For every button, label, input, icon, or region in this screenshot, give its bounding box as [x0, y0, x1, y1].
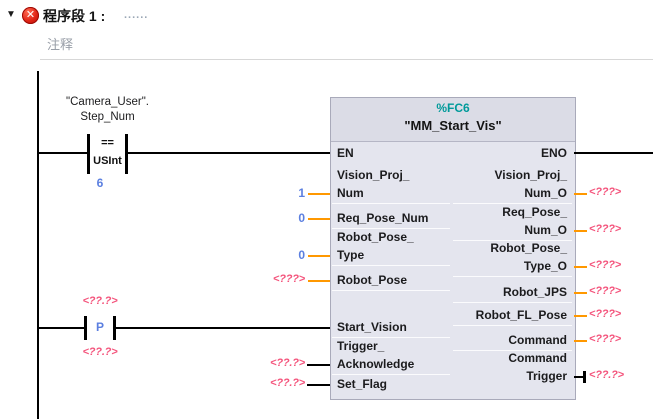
compare-contact-bar-right — [125, 134, 128, 174]
output-pin-label: Robot_FL_Pose — [475, 308, 567, 322]
row-separator — [332, 290, 450, 291]
comment-divider — [40, 59, 653, 60]
edge-operand-placeholder-below[interactable]: <??.?> — [82, 346, 118, 358]
collapse-arrow-icon[interactable]: ▼ — [6, 9, 16, 20]
input-value[interactable]: 0 — [298, 248, 305, 262]
output-operand-placeholder[interactable]: <???> — [589, 333, 622, 345]
input-pin-label: Num — [337, 186, 364, 200]
row-separator — [453, 276, 572, 277]
output-pin-label: Vision_Proj_ — [494, 168, 567, 182]
row-separator — [453, 240, 572, 241]
input-pin-label: Vision_Proj_ — [337, 168, 410, 182]
output-pin-label: Command — [508, 351, 567, 365]
compare-operand[interactable]: "Camera_User". Step_Num — [35, 95, 180, 125]
compare-operator[interactable]: == — [101, 137, 114, 149]
output-pin-label: Num_O — [524, 186, 567, 200]
input-pin-label: Set_Flag — [337, 377, 388, 391]
output-pin-label: Num_O — [524, 223, 567, 237]
edge-contact-bar-right — [113, 316, 116, 340]
output-operand-placeholder[interactable]: <???> — [589, 285, 622, 297]
input-pin-label: Trigger_ — [337, 339, 385, 353]
input-operand-placeholder[interactable]: <??.?> — [270, 357, 305, 369]
fc-block-header — [331, 98, 575, 142]
output-wire — [574, 230, 587, 232]
input-pin-label: Start_Vision — [337, 320, 407, 334]
output-wire-trigger — [574, 376, 584, 378]
row-separator — [332, 374, 450, 375]
compare-contact-bar-left — [87, 134, 90, 174]
input-wire — [307, 364, 330, 366]
row-separator — [453, 350, 572, 351]
edge-contact-type[interactable]: P — [95, 320, 104, 334]
row-separator — [453, 203, 572, 204]
input-pin-label: Req_Pose_Num — [337, 211, 429, 225]
row-separator — [332, 228, 450, 229]
error-badge-icon: ✕ — [22, 7, 39, 24]
row-separator — [453, 302, 572, 303]
compare-value[interactable]: 6 — [96, 176, 104, 190]
input-pin-label: Type — [337, 248, 365, 262]
output-pin-label: Type_O — [523, 259, 567, 273]
network-title[interactable]: 程序段 1 : — [43, 8, 106, 24]
input-wire — [308, 255, 330, 257]
rung1-wire-left — [37, 152, 88, 154]
output-wire-eno — [574, 152, 653, 154]
output-pin-label: Command — [508, 333, 567, 347]
output-pin-label: ENO — [540, 146, 567, 160]
input-wire — [308, 280, 330, 282]
edge-operand-placeholder-above[interactable]: <??.?> — [82, 295, 118, 307]
row-separator — [332, 203, 450, 204]
input-value[interactable]: 0 — [298, 211, 305, 225]
output-operand-placeholder[interactable]: <??.?> — [589, 369, 624, 381]
fc-block[interactable]: %FC6 "MM_Start_Vis" — [330, 97, 576, 400]
input-value[interactable]: 1 — [298, 186, 305, 200]
output-wire — [574, 315, 587, 317]
output-operand-placeholder[interactable]: <???> — [589, 223, 622, 235]
input-pin-label: EN — [337, 146, 354, 160]
rung1-wire-right — [127, 152, 330, 154]
input-pin-label: Robot_Pose — [337, 273, 408, 287]
compare-datatype[interactable]: USInt — [93, 155, 122, 167]
fc-block-title[interactable]: "MM_Start_Vis" — [404, 118, 502, 133]
output-operand-placeholder[interactable]: <???> — [589, 308, 622, 320]
input-wire — [308, 218, 330, 220]
input-wire — [307, 384, 330, 386]
assign-endcap — [583, 371, 586, 383]
rung2-wire-left — [37, 327, 85, 329]
output-wire — [574, 266, 587, 268]
output-wire — [574, 340, 587, 342]
compare-operand-line2[interactable]: Step_Num — [80, 111, 135, 123]
output-wire — [574, 292, 587, 294]
output-pin-label: Trigger — [526, 369, 567, 383]
input-wire — [308, 193, 330, 195]
row-separator — [332, 265, 450, 266]
input-operand-placeholder[interactable]: <???> — [272, 273, 305, 285]
row-separator — [332, 337, 450, 338]
input-pin-label: Acknowledge — [337, 357, 415, 371]
output-operand-placeholder[interactable]: <???> — [589, 259, 622, 271]
output-operand-placeholder[interactable]: <???> — [589, 186, 622, 198]
network-title-placeholder[interactable]: ...... — [124, 9, 149, 21]
row-separator — [453, 325, 572, 326]
output-pin-label: Robot_Pose_ — [490, 241, 567, 255]
output-wire — [574, 193, 587, 195]
input-pin-label: Robot_Pose_ — [337, 230, 414, 244]
power-rail — [37, 71, 39, 419]
output-pin-label: Req_Pose_ — [502, 205, 567, 219]
rung2-wire-right — [116, 327, 330, 329]
input-operand-placeholder[interactable]: <??.?> — [270, 377, 305, 389]
compare-operand-line1[interactable]: "Camera_User". — [66, 96, 149, 108]
edge-contact-bar-left — [84, 316, 87, 340]
network-comment[interactable]: 注释 — [47, 37, 74, 52]
output-pin-label: Robot_JPS — [502, 285, 567, 299]
fc-block-number[interactable]: %FC6 — [436, 101, 470, 115]
